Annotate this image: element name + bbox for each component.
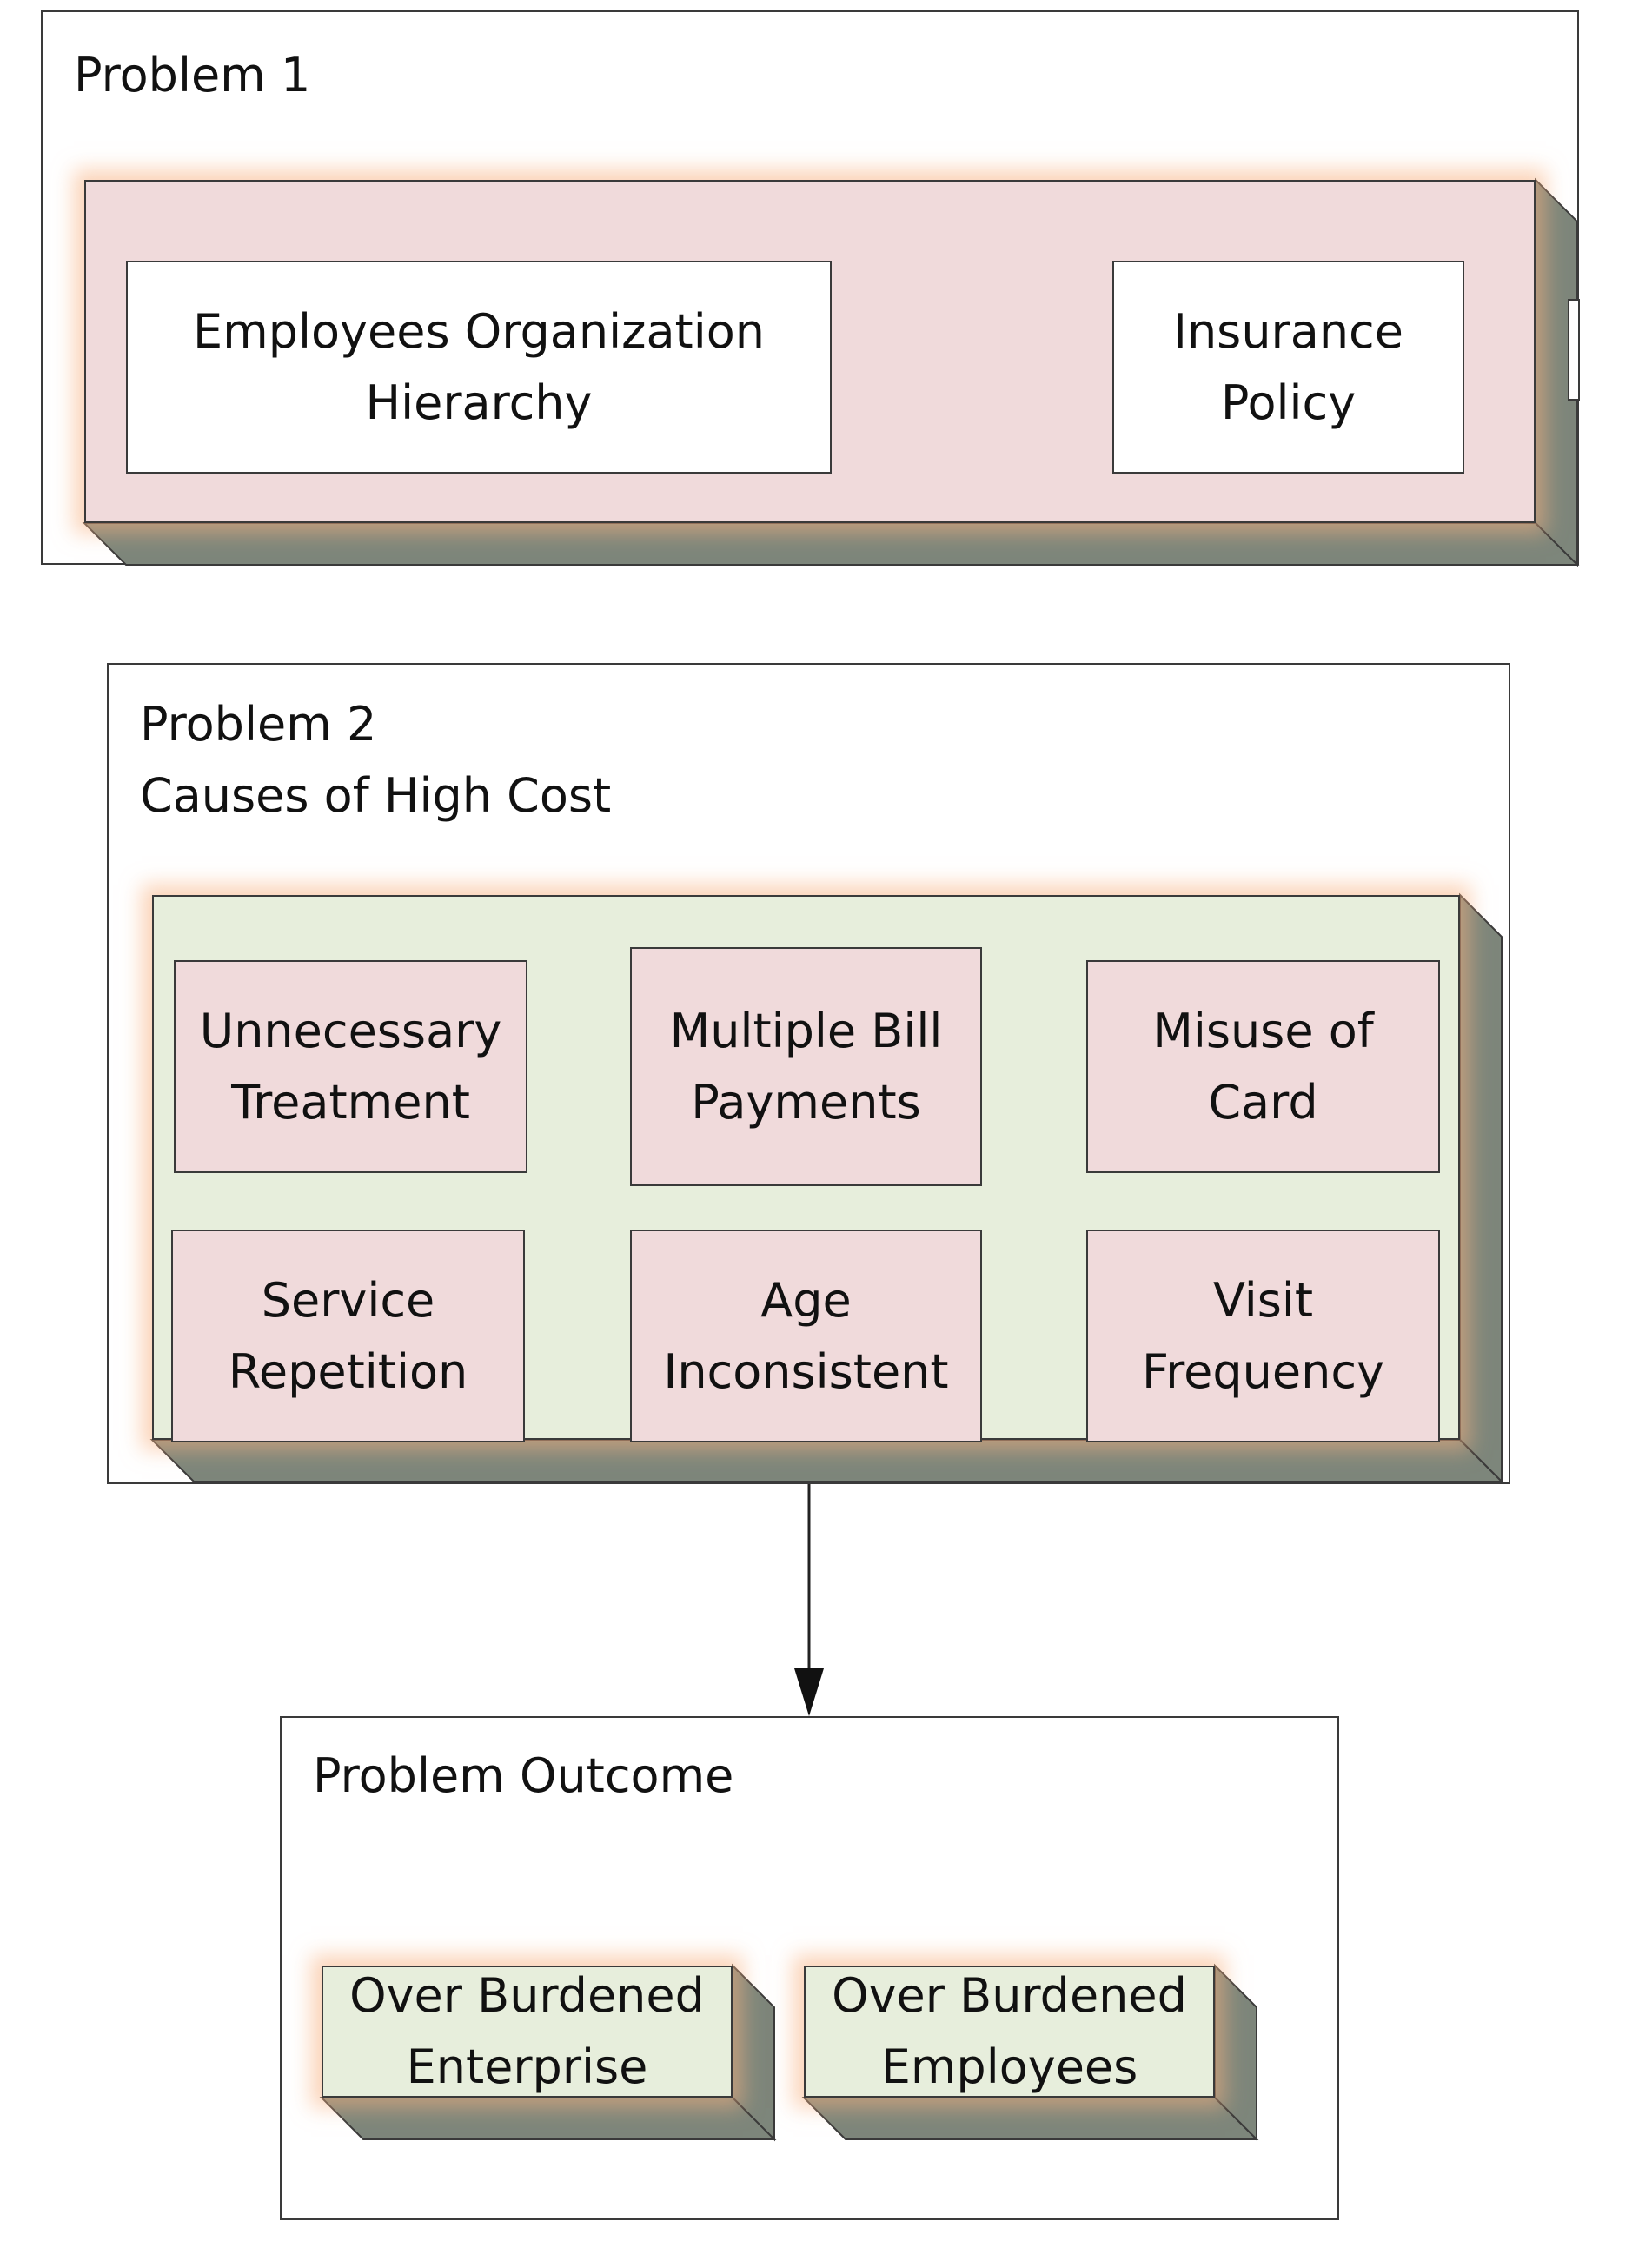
outcome-title: Problem Outcome bbox=[313, 1748, 734, 1803]
over-burdened-enterprise-box: Over Burdened Enterprise bbox=[322, 1966, 733, 2098]
cause-label: Age Inconsistent bbox=[663, 1272, 949, 1399]
cause-box-age-inconsistent: Age Inconsistent bbox=[630, 1230, 982, 1442]
over-burdened-employees-box: Over Burdened Employees bbox=[804, 1966, 1215, 2098]
cause-label: Unnecessary Treatment bbox=[199, 1003, 502, 1130]
problem2-title: Problem 2 bbox=[140, 697, 377, 752]
cause-box-misuse-of-card: Misuse of Card bbox=[1086, 960, 1440, 1173]
cause-label: Visit Frequency bbox=[1142, 1272, 1384, 1399]
over-burdened-employees-label: Over Burdened Employees bbox=[832, 1968, 1187, 2094]
cause-box-visit-frequency: Visit Frequency bbox=[1086, 1230, 1440, 1442]
problem1-title: Problem 1 bbox=[74, 48, 311, 103]
cause-box-service-repetition: Service Repetition bbox=[171, 1230, 525, 1442]
cause-label: Misuse of Card bbox=[1152, 1003, 1374, 1130]
cause-label: Multiple Bill Payments bbox=[669, 1003, 943, 1130]
over-burdened-enterprise-label: Over Burdened Enterprise bbox=[349, 1968, 705, 2094]
employees-organization-hierarchy-label: Employees Organization Hierarchy bbox=[193, 303, 765, 430]
cause-box-unnecessary-treatment: Unnecessary Treatment bbox=[174, 960, 527, 1173]
cause-label: Service Repetition bbox=[228, 1272, 468, 1399]
problem2-subtitle: Causes of High Cost bbox=[140, 768, 612, 823]
insurance-policy-label: Insurance Policy bbox=[1173, 303, 1403, 430]
insurance-policy-box: Insurance Policy bbox=[1112, 261, 1464, 474]
problem2-to-outcome-arrowhead bbox=[794, 1668, 824, 1716]
cause-box-multiple-bill-payments: Multiple Bill Payments bbox=[630, 947, 982, 1186]
employees-organization-hierarchy-box: Employees Organization Hierarchy bbox=[126, 261, 832, 474]
